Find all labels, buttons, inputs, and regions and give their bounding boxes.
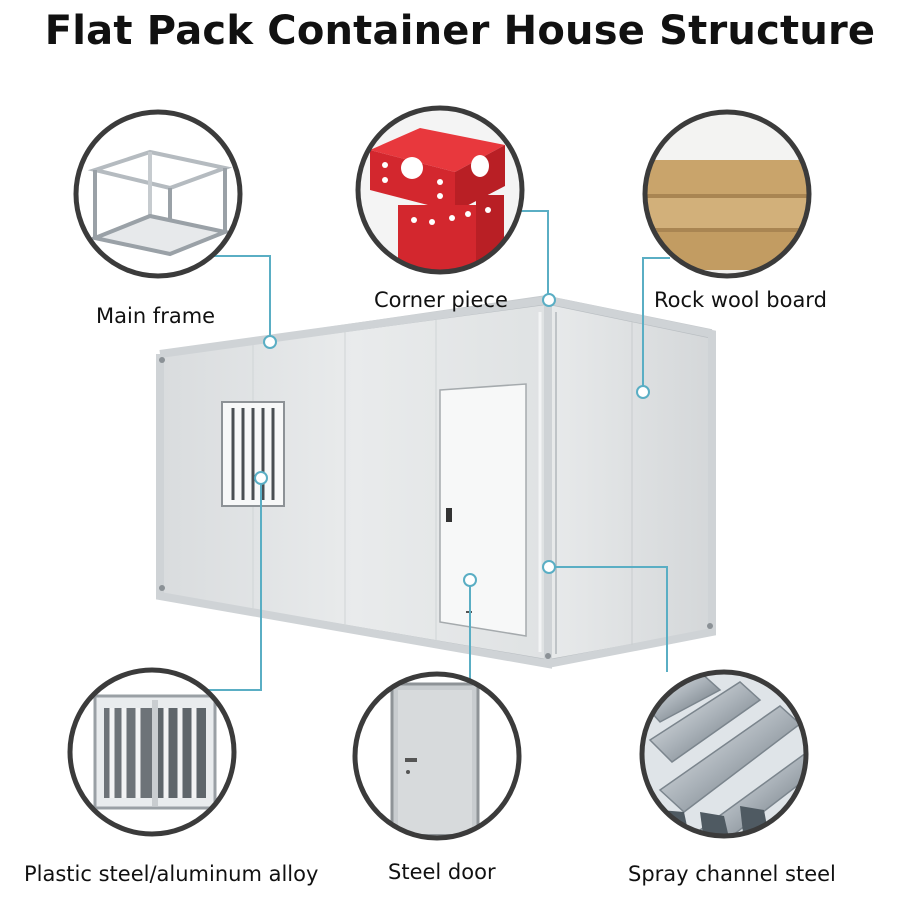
channel-steel-illustration bbox=[639, 669, 809, 839]
container-house bbox=[156, 295, 716, 669]
label-main-frame: Main frame bbox=[96, 304, 216, 328]
window-illustration bbox=[67, 667, 237, 837]
label-steel-door: Steel door bbox=[388, 860, 496, 884]
steel-door-illustration bbox=[352, 671, 522, 841]
corner-piece-illustration bbox=[355, 105, 525, 275]
label-corner-piece: Corner piece bbox=[374, 288, 508, 312]
label-spray-channel-steel: Spray channel steel bbox=[628, 862, 836, 886]
leader-lines bbox=[196, 210, 670, 691]
leader-dots bbox=[254, 293, 650, 587]
main-frame-illustration bbox=[73, 109, 243, 279]
rock-wool-board-illustration bbox=[642, 109, 812, 279]
label-rock-wool-board: Rock wool board bbox=[654, 288, 827, 312]
label-plastic-steel: Plastic steel/aluminum alloy bbox=[24, 862, 319, 886]
page-title: Flat Pack Container House Structure bbox=[44, 8, 876, 54]
